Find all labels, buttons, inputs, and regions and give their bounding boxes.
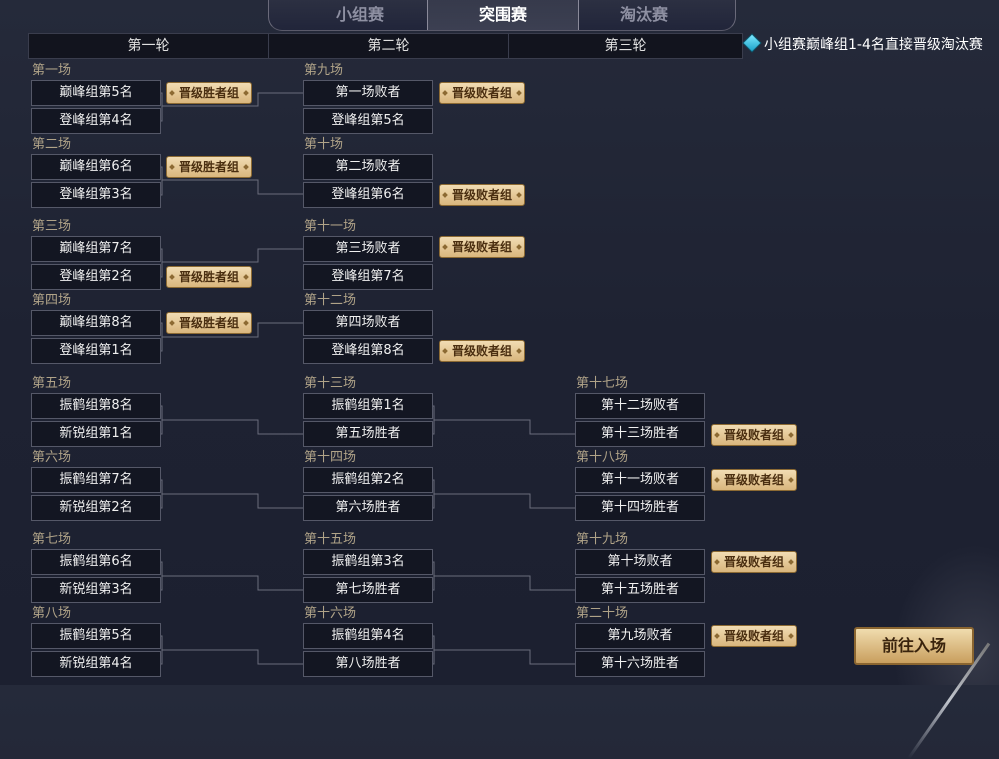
connector-m1 <box>160 92 304 107</box>
match-slot: 第十场败者 <box>575 549 705 575</box>
match-slot: 第九场败者 <box>575 623 705 649</box>
match-title: 第四场 <box>32 293 72 308</box>
connector-m3 <box>160 248 304 263</box>
match-title: 第二场 <box>32 137 72 152</box>
match-title: 第十场 <box>304 137 344 152</box>
match-slot: 第七场胜者 <box>303 577 433 603</box>
match-slot: 振鹤组第4名 <box>303 623 433 649</box>
connector-m6 <box>160 479 304 509</box>
match-slot: 第十五场胜者 <box>575 577 705 603</box>
match-slot: 新锐组第3名 <box>31 577 161 603</box>
connector-m16 <box>432 635 576 665</box>
match-title: 第八场 <box>32 606 72 621</box>
match-title: 第二十场 <box>576 606 629 621</box>
match-slot: 振鹤组第1名 <box>303 393 433 419</box>
match-title: 第十八场 <box>576 450 629 465</box>
round-header-2: 第二轮 <box>268 33 509 59</box>
connector-m4 <box>160 322 304 338</box>
advance-losers-badge: 晋级败者组 <box>439 340 525 362</box>
match-slot: 巅峰组第8名 <box>31 310 161 336</box>
match-slot: 第十六场胜者 <box>575 651 705 677</box>
match-slot: 巅峰组第6名 <box>31 154 161 180</box>
match-slot: 第八场胜者 <box>303 651 433 677</box>
match-slot: 第二场败者 <box>303 154 433 180</box>
bracket-lines <box>160 92 576 665</box>
match-title: 第十九场 <box>576 532 629 547</box>
match-title: 第十三场 <box>304 376 357 391</box>
match-slot: 巅峰组第7名 <box>31 236 161 262</box>
match-slot: 第四场败者 <box>303 310 433 336</box>
match-slot: 新锐组第1名 <box>31 421 161 447</box>
advance-winners-badge: 晋级胜者组 <box>166 156 252 178</box>
match-slot: 第一场败者 <box>303 80 433 106</box>
match-slot: 登峰组第1名 <box>31 338 161 364</box>
advance-losers-badge: 晋级败者组 <box>711 424 797 446</box>
match-slot: 振鹤组第3名 <box>303 549 433 575</box>
advance-winners-badge: 晋级胜者组 <box>166 82 252 104</box>
match-slot: 巅峰组第5名 <box>31 80 161 106</box>
match-slot: 第五场胜者 <box>303 421 433 447</box>
match-slot: 登峰组第6名 <box>303 182 433 208</box>
match-title: 第三场 <box>32 219 72 234</box>
advance-losers-badge: 晋级败者组 <box>711 551 797 573</box>
match-slot: 振鹤组第8名 <box>31 393 161 419</box>
info-note-text: 小组赛巅峰组1-4名直接晋级淘汰赛 <box>764 37 983 53</box>
advance-winners-badge: 晋级胜者组 <box>166 266 252 288</box>
match-title: 第十二场 <box>304 293 357 308</box>
match-title: 第十四场 <box>304 450 357 465</box>
tab-group-stage[interactable]: 小组赛 <box>335 5 384 24</box>
match-title: 第十六场 <box>304 606 357 621</box>
match-slot: 登峰组第2名 <box>31 264 161 290</box>
connector-m13 <box>432 405 576 435</box>
match-slot: 新锐组第2名 <box>31 495 161 521</box>
match-slot: 登峰组第4名 <box>31 108 161 134</box>
match-slot: 第三场败者 <box>303 236 433 262</box>
match-slot: 振鹤组第2名 <box>303 467 433 493</box>
connector-m2 <box>160 166 304 195</box>
match-slot: 第十二场败者 <box>575 393 705 419</box>
match-slot: 振鹤组第5名 <box>31 623 161 649</box>
tab-knockout-stage[interactable]: 淘汰赛 <box>619 5 668 24</box>
match-slot: 第十三场胜者 <box>575 421 705 447</box>
connector-m8 <box>160 635 304 665</box>
match-slot: 登峰组第3名 <box>31 182 161 208</box>
match-slot: 振鹤组第7名 <box>31 467 161 493</box>
match-title: 第九场 <box>304 63 344 78</box>
info-note: 小组赛巅峰组1-4名直接晋级淘汰赛 <box>742 33 983 57</box>
tab-breakout-stage[interactable]: 突围赛 <box>427 0 579 30</box>
match-title: 第六场 <box>32 450 72 465</box>
match-title: 第十五场 <box>304 532 357 547</box>
match-title: 第五场 <box>32 376 72 391</box>
match-title: 第十一场 <box>304 219 357 234</box>
connector-m5 <box>160 405 304 435</box>
match-slot: 登峰组第8名 <box>303 338 433 364</box>
stage-tabs: 小组赛 突围赛 淘汰赛 <box>268 0 736 31</box>
round-header-3: 第三轮 <box>508 33 743 59</box>
advance-losers-badge: 晋级败者组 <box>439 82 525 104</box>
connector-m15 <box>432 561 576 591</box>
advance-losers-badge: 晋级败者组 <box>711 469 797 491</box>
advance-losers-badge: 晋级败者组 <box>439 236 525 258</box>
connector-m7 <box>160 561 304 591</box>
match-slot: 新锐组第4名 <box>31 651 161 677</box>
advance-winners-badge: 晋级胜者组 <box>166 312 252 334</box>
match-title: 第七场 <box>32 532 72 547</box>
match-slot: 振鹤组第6名 <box>31 549 161 575</box>
match-title: 第一场 <box>32 63 72 78</box>
advance-losers-badge: 晋级败者组 <box>711 625 797 647</box>
advance-losers-badge: 晋级败者组 <box>439 184 525 206</box>
match-title: 第十七场 <box>576 376 629 391</box>
match-slot: 登峰组第5名 <box>303 108 433 134</box>
match-slot: 第十四场胜者 <box>575 495 705 521</box>
match-slot: 第六场胜者 <box>303 495 433 521</box>
enter-arena-button[interactable]: 前往入场 <box>854 627 974 665</box>
round-header-1: 第一轮 <box>28 33 269 59</box>
match-slot: 登峰组第7名 <box>303 264 433 290</box>
connector-m14 <box>432 479 576 509</box>
match-slot: 第十一场败者 <box>575 467 705 493</box>
